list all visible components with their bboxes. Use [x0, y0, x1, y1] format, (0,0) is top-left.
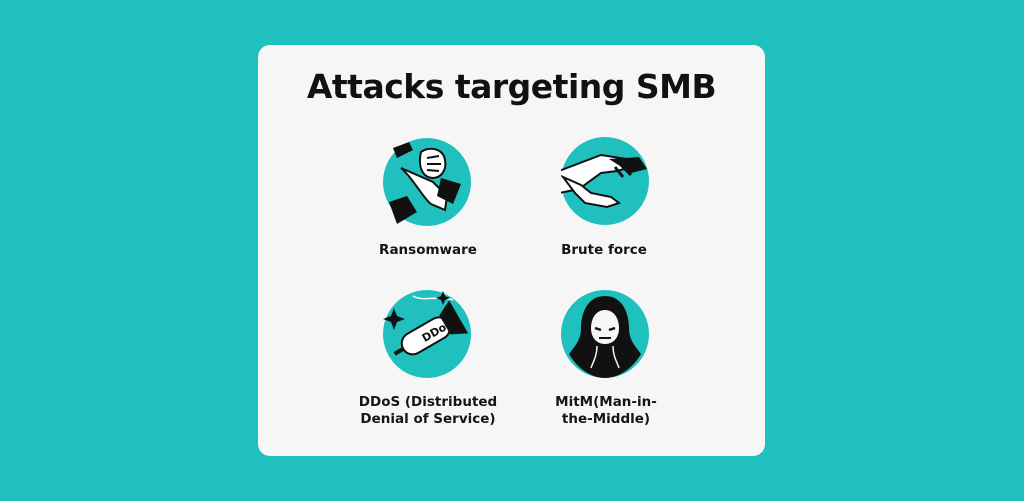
- label-ddos: DDoS (Distributed Denial of Service): [328, 394, 528, 428]
- label-mitm-line2: the-Middle): [561, 411, 651, 427]
- label-ddos-line1: DDoS (Distributed: [358, 394, 498, 410]
- hand-holding-bell-icon: [383, 138, 471, 226]
- label-mitm: MitM(Man-in- the-Middle): [506, 394, 706, 428]
- label-brute-force: Brute force: [561, 242, 647, 258]
- pinching-hand-icon: [561, 137, 649, 225]
- info-card: Attacks targeting SMB Ransomware Brute f…: [258, 45, 765, 456]
- label-ddos-line2: Denial of Service): [360, 411, 496, 427]
- label-mitm-line1: MitM(Man-in-: [555, 394, 657, 410]
- card-title: Attacks targeting SMB: [306, 67, 717, 106]
- hooded-hacker-icon: [561, 290, 649, 378]
- label-ransomware: Ransomware: [379, 242, 477, 258]
- ddos-bomb-icon: DDoS: [383, 290, 471, 378]
